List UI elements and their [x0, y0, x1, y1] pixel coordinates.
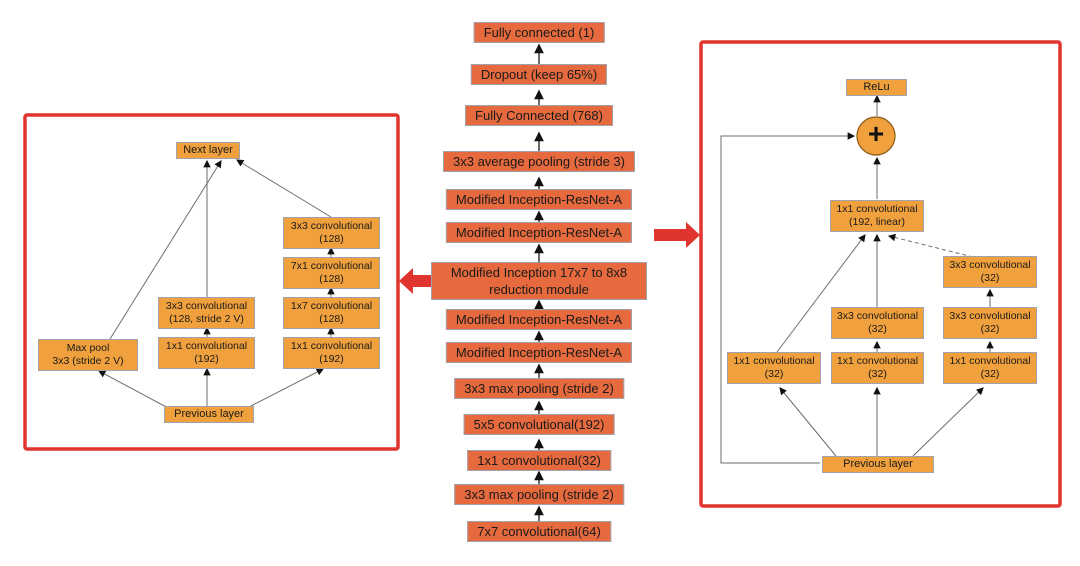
layer-box-reduction-module: Modified Inception 17x7 to 8x8 reduction…: [431, 262, 647, 300]
previous-layer-box: Previous layer: [164, 406, 254, 423]
layer-box-inception-resnet-a: Modified Inception-ResNet-A: [445, 189, 633, 210]
conv-box-1x1-192: 1x1 convolutional (192): [158, 337, 255, 370]
layer-box-conv-7x7: 7x7 convolutional(64): [467, 521, 611, 542]
conv-box-3x3-32: 3x3 convolutional (32): [831, 307, 924, 340]
plus-icon: +: [867, 118, 885, 150]
skip-connection-line: [720, 132, 856, 464]
layer-box-max-pooling: 3x3 max pooling (stride 2): [454, 484, 624, 505]
layer-box-average-pooling: 3x3 average pooling (stride 3): [443, 151, 635, 172]
red-arrow-to-left-module-icon: [399, 268, 443, 294]
conv-box-1x1-32: 1x1 convolutional (32): [727, 352, 821, 385]
layer-box-inception-resnet-a: Modified Inception-ResNet-A: [445, 342, 633, 363]
add-circle-icon: [856, 116, 896, 156]
conv-box-3x3-32: 3x3 convolutional (32): [943, 307, 1037, 340]
layer-box-conv-5x5: 5x5 convolutional(192): [463, 414, 615, 435]
conv-box-1x7-128: 1x7 convolutional (128): [283, 297, 380, 330]
right-module-frame: [699, 40, 1062, 508]
layer-box-conv-1x1: 1x1 convolutional(32): [467, 450, 611, 471]
max-pool-box: Max pool 3x3 (stride 2 V): [38, 339, 138, 372]
layer-box-max-pooling: 3x3 max pooling (stride 2): [454, 378, 624, 399]
conv-box-1x1-32: 1x1 convolutional (32): [943, 352, 1037, 385]
previous-layer-box: Previous layer: [822, 456, 934, 473]
conv-box-7x1-128: 7x1 convolutional (128): [283, 257, 380, 290]
right-module-wires: [720, 94, 994, 464]
conv-box-3x3-128: 3x3 convolutional (128): [283, 217, 380, 250]
layer-box-fully-connected-768: Fully Connected (768): [465, 105, 613, 126]
left-module-wires: [98, 159, 335, 410]
red-arrow-to-right-module-icon: [654, 222, 700, 248]
conv-box-3x3-32: 3x3 convolutional (32): [943, 256, 1037, 289]
left-module-frame: [23, 113, 400, 451]
layer-box-dropout: Dropout (keep 65%): [470, 64, 608, 85]
next-layer-box: Next layer: [176, 142, 240, 159]
conv-box-1x1-192: 1x1 convolutional (192): [283, 337, 380, 370]
relu-box: ReLu: [846, 79, 907, 96]
conv-box-3x3-128-stride2: 3x3 convolutional (128, stride 2 V): [158, 297, 255, 330]
layer-box-fully-connected-1: Fully connected (1): [473, 22, 605, 43]
layer-box-inception-resnet-a: Modified Inception-ResNet-A: [445, 309, 633, 330]
conv-box-1x1-192-linear: 1x1 convolutional (192, linear): [830, 200, 924, 233]
layer-box-inception-resnet-a: Modified Inception-ResNet-A: [445, 222, 633, 243]
conv-box-1x1-32: 1x1 convolutional (32): [831, 352, 924, 385]
